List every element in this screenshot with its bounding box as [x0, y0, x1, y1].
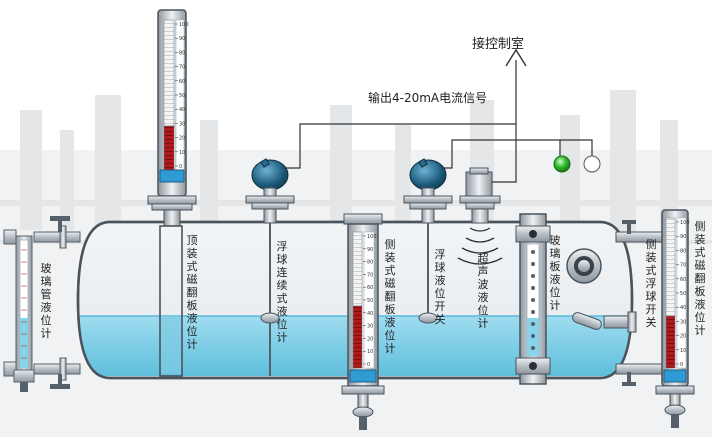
scale-label: 50 [367, 298, 373, 304]
scale-label: 10 [179, 150, 185, 156]
scale-label: 30 [680, 319, 686, 325]
glass-tube-gauge [3, 216, 81, 392]
scale-label: 20 [367, 336, 373, 342]
scale-label: 90 [179, 36, 185, 42]
ultrasonic-gauge [457, 167, 503, 265]
scale-label: 40 [367, 311, 373, 317]
scale-label: 60 [367, 285, 373, 291]
scale-label: 30 [367, 324, 373, 330]
sound-wave-icon [457, 227, 503, 265]
label-side-mag-flap-mid: 侧装式磁翻板液位计 [385, 238, 396, 355]
scale-label: 90 [367, 247, 373, 253]
scale-label: 100 [680, 220, 690, 226]
label-float-continuous: 浮球连续式液位计 [277, 240, 288, 344]
scale-label: 20 [680, 334, 686, 340]
scale-label: 0 [680, 362, 683, 368]
glass-plate-gauge [515, 213, 551, 385]
scale-label: 70 [680, 263, 686, 269]
arrow-up-icon [505, 48, 527, 67]
scale-label: 50 [179, 93, 185, 99]
transmitter-head-icon [251, 158, 289, 197]
scale-label: 40 [680, 305, 686, 311]
label-side-mag-flap-right: 侧装式磁翻板液位计 [695, 220, 706, 337]
label-float-switch: 浮球液位开关 [435, 248, 446, 326]
valve-icon [622, 220, 636, 234]
scale-label: 60 [680, 277, 686, 283]
indicator-light-icon [583, 155, 601, 173]
label-side-float-switch: 侧装式浮球开关 [646, 238, 657, 329]
vertical-labels: 玻璃管液位计 顶装式磁翻板液位计 浮球连续式液位计 侧装式磁翻板液位计 浮球液位开关 超声… [41, 220, 706, 355]
indicator-light-icon [553, 155, 571, 173]
label-top-mag-flap: 顶装式磁翻板液位计 [187, 234, 198, 351]
scale-label: 70 [367, 272, 373, 278]
valve-icon [352, 406, 374, 430]
scale-label: 90 [680, 234, 686, 240]
scale-label: 10 [680, 348, 686, 354]
scale-label: 10 [367, 349, 373, 355]
float-continuous-gauge [245, 158, 295, 376]
scale-label: 70 [179, 65, 185, 71]
scale-label: 40 [179, 107, 185, 113]
scale-label: 80 [680, 248, 686, 254]
label-glass-tube-level: 玻璃管液位计 [41, 262, 52, 340]
scale-label: 100 [367, 234, 377, 240]
label-glass-plate: 玻璃板液位计 [550, 234, 561, 312]
scale-label: 50 [680, 291, 686, 297]
signal-wires [284, 60, 593, 183]
scale-label: 0 [367, 362, 370, 368]
scale-label: 80 [179, 50, 185, 56]
tank-outline [76, 220, 634, 380]
transmitter-head-icon [409, 158, 447, 197]
scale-label: 60 [179, 79, 185, 85]
control-room-label: 接控制室 [472, 36, 524, 52]
scale-label: 30 [179, 121, 185, 127]
scale-label: 100 [179, 22, 189, 28]
label-ultrasonic: 超声波液位计 [478, 251, 489, 330]
output-signal-label: 输出4-20mA电流信号 [368, 90, 487, 105]
float-switch-gauge [403, 158, 453, 324]
scale-label: 0 [179, 164, 182, 170]
valve-icon [622, 372, 636, 386]
side-float-switch [566, 248, 637, 333]
scale-label: 20 [179, 136, 185, 142]
scale-label: 80 [367, 260, 373, 266]
